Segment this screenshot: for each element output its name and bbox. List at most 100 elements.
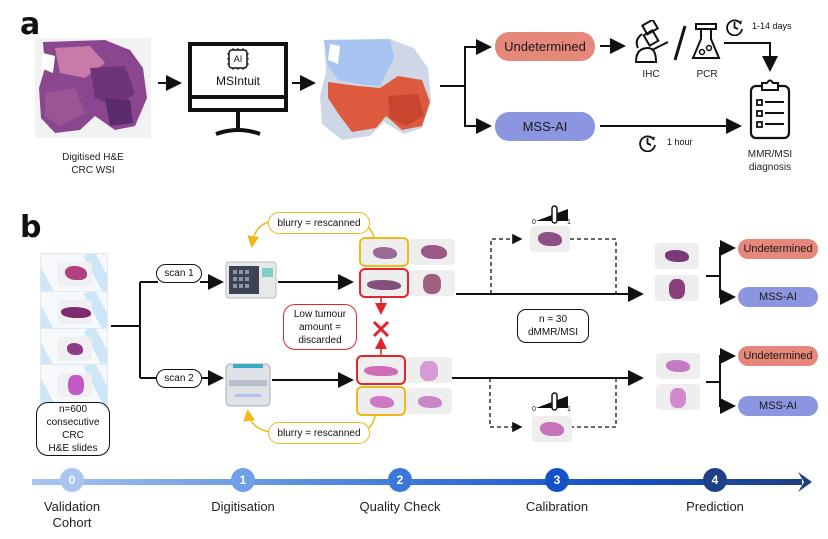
cohort-line1: n=600 — [58, 404, 88, 415]
pcr-label: PCR — [696, 69, 718, 80]
attention-heatmap — [318, 36, 434, 142]
diagnosis-line2: diagnosis — [748, 162, 792, 173]
he-wsi-image — [35, 38, 151, 138]
he-tissue-graphic — [39, 40, 147, 133]
step-1-label: Digitisation — [211, 499, 275, 514]
step-0-label: Validation Cohort — [17, 499, 127, 531]
clipboard-icon — [749, 79, 791, 140]
time-fast-label: 1 hour — [667, 137, 693, 147]
cohort-box: n=600 consecutive CRC H&E slides — [36, 402, 110, 456]
panel-b-connectors — [111, 221, 736, 433]
undetermined-badge: Undetermined — [495, 32, 595, 61]
arrow-to-mss-ai — [464, 86, 492, 134]
arrow-tests-to-diagnosis — [724, 42, 778, 72]
step-3-number: 3 — [553, 473, 561, 487]
scanner-2-icon — [225, 363, 271, 407]
qc-thumb-low-tumour — [359, 268, 409, 298]
wsi-caption-line2: CRC WSI — [71, 165, 115, 176]
slider-bottom-min: 0 — [532, 406, 536, 413]
discard-line1: Low tumour — [293, 308, 347, 320]
prediction-thumb — [656, 353, 700, 379]
slash-separator — [673, 25, 687, 61]
timeline-arrowhead — [798, 472, 812, 492]
calibration-slider-bottom — [536, 392, 568, 411]
monitor-icon — [188, 42, 288, 136]
step-2-number: 2 — [396, 473, 404, 487]
flask-icon — [691, 23, 721, 59]
scanner-1-image — [225, 258, 277, 302]
calibration-line1: n = 30 — [538, 314, 568, 325]
bottom-mss-ai-badge: MSS-AI — [738, 396, 818, 416]
slide-thumbnail — [40, 328, 108, 370]
scanner-1-icon — [225, 261, 277, 299]
qc-thumb — [406, 357, 452, 383]
qc-thumb-blurry — [356, 386, 406, 416]
prediction-thumb — [656, 384, 700, 410]
rescan-note-bottom: blurry = rescanned — [268, 422, 370, 444]
ai-chip-label: AI — [233, 54, 243, 64]
heatmap-graphic — [320, 39, 431, 140]
step-1-number: 1 — [239, 473, 247, 487]
top-undetermined-badge: Undetermined — [738, 239, 818, 259]
slider-top-max: 1 — [567, 219, 571, 226]
diagnosis-line1: MMR/MSI — [747, 149, 793, 160]
qc-thumb — [406, 388, 452, 414]
cohort-line2: consecutive — [46, 417, 100, 428]
panel-b-label: b — [20, 210, 42, 245]
time-slow-label: 1-14 days — [752, 21, 792, 31]
discard-note: Low tumour amount = discarded — [283, 304, 357, 350]
diagnosis-caption: MMR/MSI diagnosis — [732, 148, 808, 174]
clock-icon-slow — [726, 19, 743, 36]
qc-thumb-blurry — [359, 237, 409, 267]
step-1-badge: 1 — [231, 468, 255, 492]
step-3-badge: 3 — [545, 468, 569, 492]
calibration-set-box: n = 30 dMMR/MSI — [517, 309, 589, 343]
ihc-label: IHC — [642, 69, 660, 80]
step-4-badge: 4 — [703, 468, 727, 492]
cohort-line4: H&E slides — [48, 443, 98, 454]
slide-thumbnail — [40, 364, 108, 406]
bottom-undetermined-badge: Undetermined — [738, 346, 818, 366]
clock-icon-fast — [639, 135, 656, 152]
calibration-thumb-top — [530, 226, 570, 252]
panel-a-connectors — [158, 38, 778, 134]
wsi-caption-line1: Digitised H&E — [62, 152, 124, 163]
slider-top-min: 0 — [532, 219, 536, 226]
top-mss-ai-badge: MSS-AI — [738, 287, 818, 307]
qc-thumb — [409, 270, 455, 296]
discard-x-icon — [372, 320, 390, 338]
mss-ai-badge: MSS-AI — [495, 112, 595, 141]
step-2-label: Quality Check — [359, 499, 441, 514]
microscope-icon — [634, 20, 669, 63]
calibration-line2: dMMR/MSI — [528, 327, 578, 338]
msintuit-monitor: AI MSIntuit — [188, 42, 288, 142]
prediction-thumb — [655, 243, 699, 269]
timeline-track — [32, 472, 812, 492]
scanner-2-image — [225, 362, 271, 408]
step-3-label: Calibration — [525, 499, 589, 514]
scan-2-label: scan 2 — [156, 369, 202, 388]
wsi-caption: Digitised H&E CRC WSI — [30, 151, 156, 177]
slide-thumbnail — [40, 291, 108, 333]
model-name: MSIntuit — [215, 74, 260, 88]
step-0-badge: 0 — [60, 468, 84, 492]
discard-line3: discarded — [298, 334, 342, 346]
arrow-to-undetermined — [440, 39, 492, 87]
step-0-label-line1: Validation — [43, 499, 101, 514]
scan-1-label: scan 1 — [156, 264, 202, 283]
slider-bottom-max: 1 — [567, 406, 571, 413]
cohort-line3: CRC — [62, 430, 84, 441]
panel-a-label: a — [20, 7, 41, 42]
rescan-note-top: blurry = rescanned — [268, 212, 370, 234]
calibration-slider-top — [536, 205, 568, 224]
discard-line2: amount = — [299, 321, 341, 333]
step-0-label-line2: Cohort — [52, 515, 92, 530]
qc-thumb — [409, 239, 455, 265]
calibration-thumb-bottom — [532, 416, 572, 442]
qc-thumb-low-tumour — [356, 355, 406, 385]
prediction-thumb — [655, 275, 699, 301]
step-2-badge: 2 — [388, 468, 412, 492]
slide-thumbnail — [40, 253, 108, 295]
step-0-number: 0 — [68, 473, 76, 487]
step-4-label: Prediction — [686, 499, 744, 514]
